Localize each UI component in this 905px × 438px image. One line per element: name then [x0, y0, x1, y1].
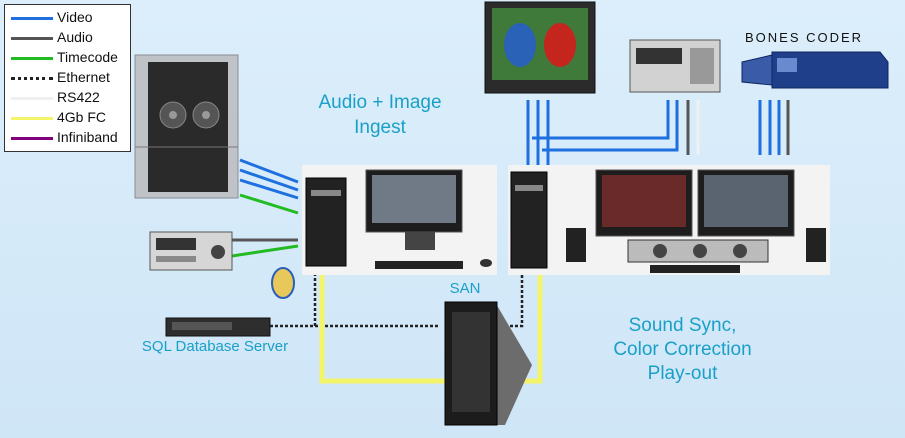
legend-item: Video [5, 8, 130, 28]
legend-swatch [11, 77, 53, 80]
legend-item: Timecode [5, 48, 130, 68]
legend-swatch [11, 17, 53, 20]
legend-swatch [11, 37, 53, 40]
film-scanner [134, 54, 239, 199]
sync-caption: Sound Sync, Color Correction Play-out [590, 314, 775, 386]
timecode-link-scanner [239, 193, 299, 215]
sync-caption-line2: Color Correction [613, 339, 752, 360]
timecode-link-deck [231, 244, 299, 258]
legend-label: Ethernet [57, 69, 110, 85]
legend-swatch [11, 117, 53, 120]
sync-caption-line1: Sound Sync, [628, 315, 737, 336]
ingest-caption-line1: Audio + Image [318, 92, 442, 113]
legend-item: Audio [5, 28, 130, 48]
video-link-scanner [239, 178, 299, 200]
sync-caption-line3: Play-out [647, 363, 718, 384]
media-badge [271, 267, 295, 299]
bones-coder [741, 51, 889, 89]
broadcast-monitor [484, 1, 596, 94]
sql-server-label: SQL Database Server [141, 338, 289, 355]
video-link-scanner [239, 158, 299, 184]
legend-item: Ethernet [5, 68, 130, 88]
sync-workstation [508, 165, 830, 275]
legend-label: Video [57, 9, 93, 25]
legend-item: Infiniband [5, 128, 130, 148]
san-label: SAN [449, 280, 481, 297]
ingest-caption: Audio + Image Ingest [295, 90, 465, 140]
sql-server [165, 317, 271, 337]
vtr-deck [629, 39, 721, 93]
ingest-caption-line2: Ingest [354, 117, 406, 138]
coder-brand-label: BONES CODER [745, 30, 864, 45]
san-storage [444, 301, 532, 426]
legend-swatch [11, 137, 53, 140]
video-link-vtr [532, 100, 670, 140]
legend-swatch [11, 57, 53, 60]
legend-item: 4Gb FC [5, 108, 130, 128]
legend-swatch [11, 97, 53, 100]
tape-deck [149, 231, 233, 271]
video-link-scanner [239, 168, 299, 192]
legend-label: 4Gb FC [57, 109, 107, 125]
fc-link [319, 272, 445, 384]
ingest-workstation [302, 165, 497, 275]
legend-label: Infiniband [57, 129, 118, 145]
legend-label: RS422 [57, 89, 100, 105]
legend-label: Audio [57, 29, 93, 45]
video-link-vtr [542, 100, 679, 152]
legend-label: Timecode [57, 49, 118, 65]
legend-item: RS422 [5, 88, 130, 108]
